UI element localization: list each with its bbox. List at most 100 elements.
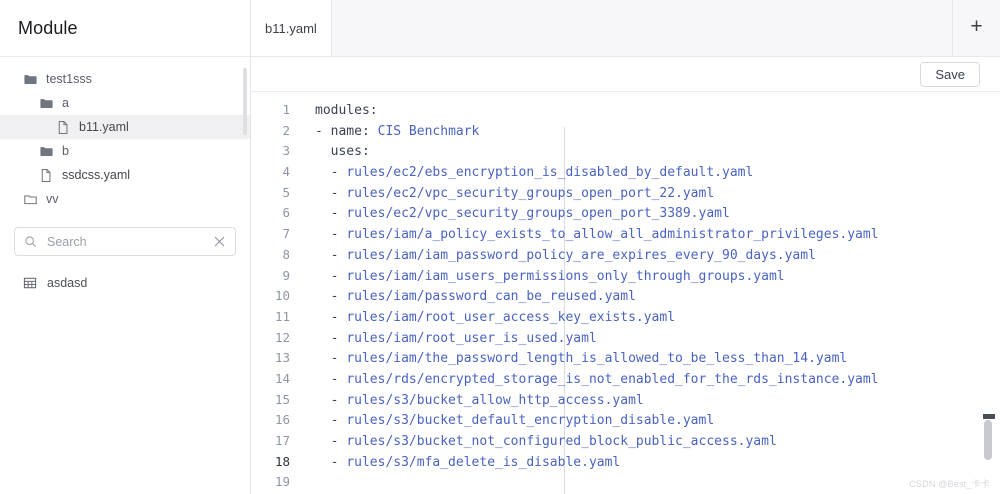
line-number: 13 bbox=[274, 350, 290, 366]
add-tab-button[interactable]: + bbox=[952, 0, 1000, 56]
list-item-label: asdasd bbox=[47, 276, 88, 290]
code-line: 2 - name: CIS Benchmark bbox=[251, 121, 1000, 142]
list-item[interactable]: asdasd bbox=[0, 272, 250, 294]
line-number: 15 bbox=[274, 391, 290, 407]
line-number: 18 bbox=[274, 453, 290, 469]
watermark: CSDN @Best_卡卡 bbox=[909, 479, 990, 489]
code-text[interactable]: - rules/ec2/vpc_security_groups_open_por… bbox=[330, 185, 715, 201]
code-text[interactable]: - rules/iam/iam_password_policy_are_expi… bbox=[330, 247, 816, 263]
sidebar: Module test1sss a b11.yaml bbox=[0, 0, 251, 494]
code-text[interactable]: - rules/s3/bucket_allow_http_access.yaml bbox=[330, 392, 644, 408]
close-icon[interactable] bbox=[212, 234, 227, 249]
search-section bbox=[0, 217, 250, 260]
code-line: 19 bbox=[251, 472, 1000, 493]
line-number: 19 bbox=[274, 474, 290, 490]
code-line: 3 uses: bbox=[251, 141, 1000, 162]
code-text[interactable]: modules: bbox=[315, 103, 378, 118]
line-number: 10 bbox=[274, 288, 290, 304]
code-text[interactable]: uses: bbox=[330, 144, 370, 160]
tab-b11-yaml[interactable]: b11.yaml bbox=[251, 0, 332, 56]
code-text[interactable]: - rules/ec2/ebs_encryption_is_disabled_b… bbox=[330, 165, 754, 181]
indent-guide bbox=[564, 127, 565, 494]
line-number: 11 bbox=[274, 308, 290, 324]
tab-label: b11.yaml bbox=[265, 20, 317, 36]
code-text[interactable]: - rules/rds/encrypted_storage_is_not_ena… bbox=[330, 371, 879, 387]
code-line: 11 - rules/iam/root_user_access_key_exis… bbox=[251, 307, 1000, 328]
code-text[interactable]: - rules/ec2/vpc_security_groups_open_por… bbox=[330, 206, 730, 222]
tree-item-b[interactable]: b bbox=[0, 139, 250, 163]
search-icon bbox=[24, 235, 37, 248]
line-number: 14 bbox=[274, 370, 290, 386]
code-line: 5 - rules/ec2/vpc_security_groups_open_p… bbox=[251, 183, 1000, 204]
editor-pane: b11.yaml + Save 1 modules: 2 - name: CIS Be… bbox=[251, 0, 1000, 494]
search-results: asdasd bbox=[0, 260, 250, 294]
line-number: 3 bbox=[282, 143, 290, 159]
line-number: 1 bbox=[282, 102, 290, 117]
line-number: 2 bbox=[282, 122, 290, 138]
tree-item-test1sss[interactable]: test1sss bbox=[0, 67, 250, 91]
code-line: 10 - rules/iam/password_can_be_reused.ya… bbox=[251, 286, 1000, 307]
code-text[interactable]: - rules/s3/mfa_delete_is_disable.yaml bbox=[299, 450, 1000, 476]
line-number: 4 bbox=[282, 164, 290, 180]
code-line: 7 - rules/iam/a_policy_exists_to_allow_a… bbox=[251, 224, 1000, 245]
tree-item-vv[interactable]: vv bbox=[0, 187, 250, 211]
code-text[interactable]: - rules/iam/root_user_is_used.yaml bbox=[330, 330, 597, 346]
line-number: 7 bbox=[282, 226, 290, 242]
tree-item-label: ssdcss.yaml bbox=[62, 168, 131, 182]
code-text[interactable]: - rules/s3/bucket_not_configured_block_p… bbox=[330, 434, 777, 449]
search-input[interactable] bbox=[45, 233, 212, 250]
tree-item-a[interactable]: a bbox=[0, 91, 250, 115]
editor-scrollbar[interactable] bbox=[983, 414, 995, 460]
code-line: 4 - rules/ec2/ebs_encryption_is_disabled… bbox=[251, 162, 1000, 183]
line-number: 9 bbox=[282, 267, 290, 283]
code-line: 14 - rules/rds/encrypted_storage_is_not_… bbox=[251, 369, 1000, 390]
folder-open-icon bbox=[38, 95, 54, 111]
line-number: 16 bbox=[274, 412, 290, 428]
code-text[interactable]: - rules/iam/iam_users_permissions_only_t… bbox=[330, 268, 785, 284]
code-text[interactable]: - rules/iam/a_policy_exists_to_allow_all… bbox=[330, 227, 879, 243]
code-text[interactable]: - rules/s3/bucket_default_encryption_dis… bbox=[330, 413, 715, 429]
search-box[interactable] bbox=[14, 227, 236, 256]
tree-item-label: b bbox=[62, 144, 69, 158]
line-number: 6 bbox=[282, 205, 290, 221]
line-number: 5 bbox=[282, 184, 290, 200]
page-title: Module bbox=[18, 17, 78, 38]
line-number: 17 bbox=[274, 433, 290, 448]
code-line: 9 - rules/iam/iam_users_permissions_only… bbox=[251, 266, 1000, 287]
tab-bar-spacer bbox=[331, 0, 952, 56]
table-icon bbox=[22, 275, 38, 291]
code-text[interactable]: - name: CIS Benchmark bbox=[315, 123, 480, 139]
tree-item-label: test1sss bbox=[46, 72, 92, 86]
code-line: 17 - rules/s3/bucket_not_configured_bloc… bbox=[251, 431, 1000, 452]
file-icon bbox=[55, 119, 71, 135]
folder-closed-icon bbox=[22, 191, 38, 207]
code-text[interactable]: - rules/iam/the_password_length_is_allow… bbox=[330, 351, 848, 367]
code-line: 15 - rules/s3/bucket_allow_http_access.y… bbox=[251, 390, 1000, 411]
code-text[interactable]: - rules/iam/password_can_be_reused.yaml bbox=[330, 289, 636, 305]
file-tree-scrollbar[interactable] bbox=[243, 68, 247, 135]
tree-item-label: a bbox=[62, 96, 69, 110]
tree-item-label: vv bbox=[46, 192, 59, 206]
file-icon bbox=[38, 167, 54, 183]
code-text[interactable]: - rules/iam/root_user_access_key_exists.… bbox=[330, 309, 676, 325]
code-line: 16 - rules/s3/bucket_default_encryption_… bbox=[251, 410, 1000, 431]
code-line: 18 - rules/s3/mfa_delete_is_disable.yaml bbox=[251, 450, 1000, 476]
save-button[interactable]: Save bbox=[920, 61, 980, 87]
sidebar-header: Module bbox=[0, 0, 250, 57]
tree-item-label: b11.yaml bbox=[79, 120, 129, 134]
code-line: 6 - rules/ec2/vpc_security_groups_open_p… bbox=[251, 203, 1000, 224]
code-line: 12 - rules/iam/root_user_is_used.yaml bbox=[251, 328, 1000, 349]
folder-open-icon bbox=[38, 143, 54, 159]
code-line: 1 modules: bbox=[251, 100, 1000, 121]
tab-bar: b11.yaml + bbox=[251, 0, 1000, 57]
line-number: 12 bbox=[274, 329, 290, 345]
code-line: 13 - rules/iam/the_password_length_is_al… bbox=[251, 348, 1000, 369]
line-number: 8 bbox=[282, 246, 290, 262]
tree-item-ssdcss-yaml[interactable]: ssdcss.yaml bbox=[0, 163, 250, 187]
code-line: 8 - rules/iam/iam_password_policy_are_ex… bbox=[251, 245, 1000, 266]
tree-item-b11-yaml[interactable]: b11.yaml bbox=[0, 115, 250, 139]
file-tree: test1sss a b11.yaml b bbox=[0, 57, 250, 217]
